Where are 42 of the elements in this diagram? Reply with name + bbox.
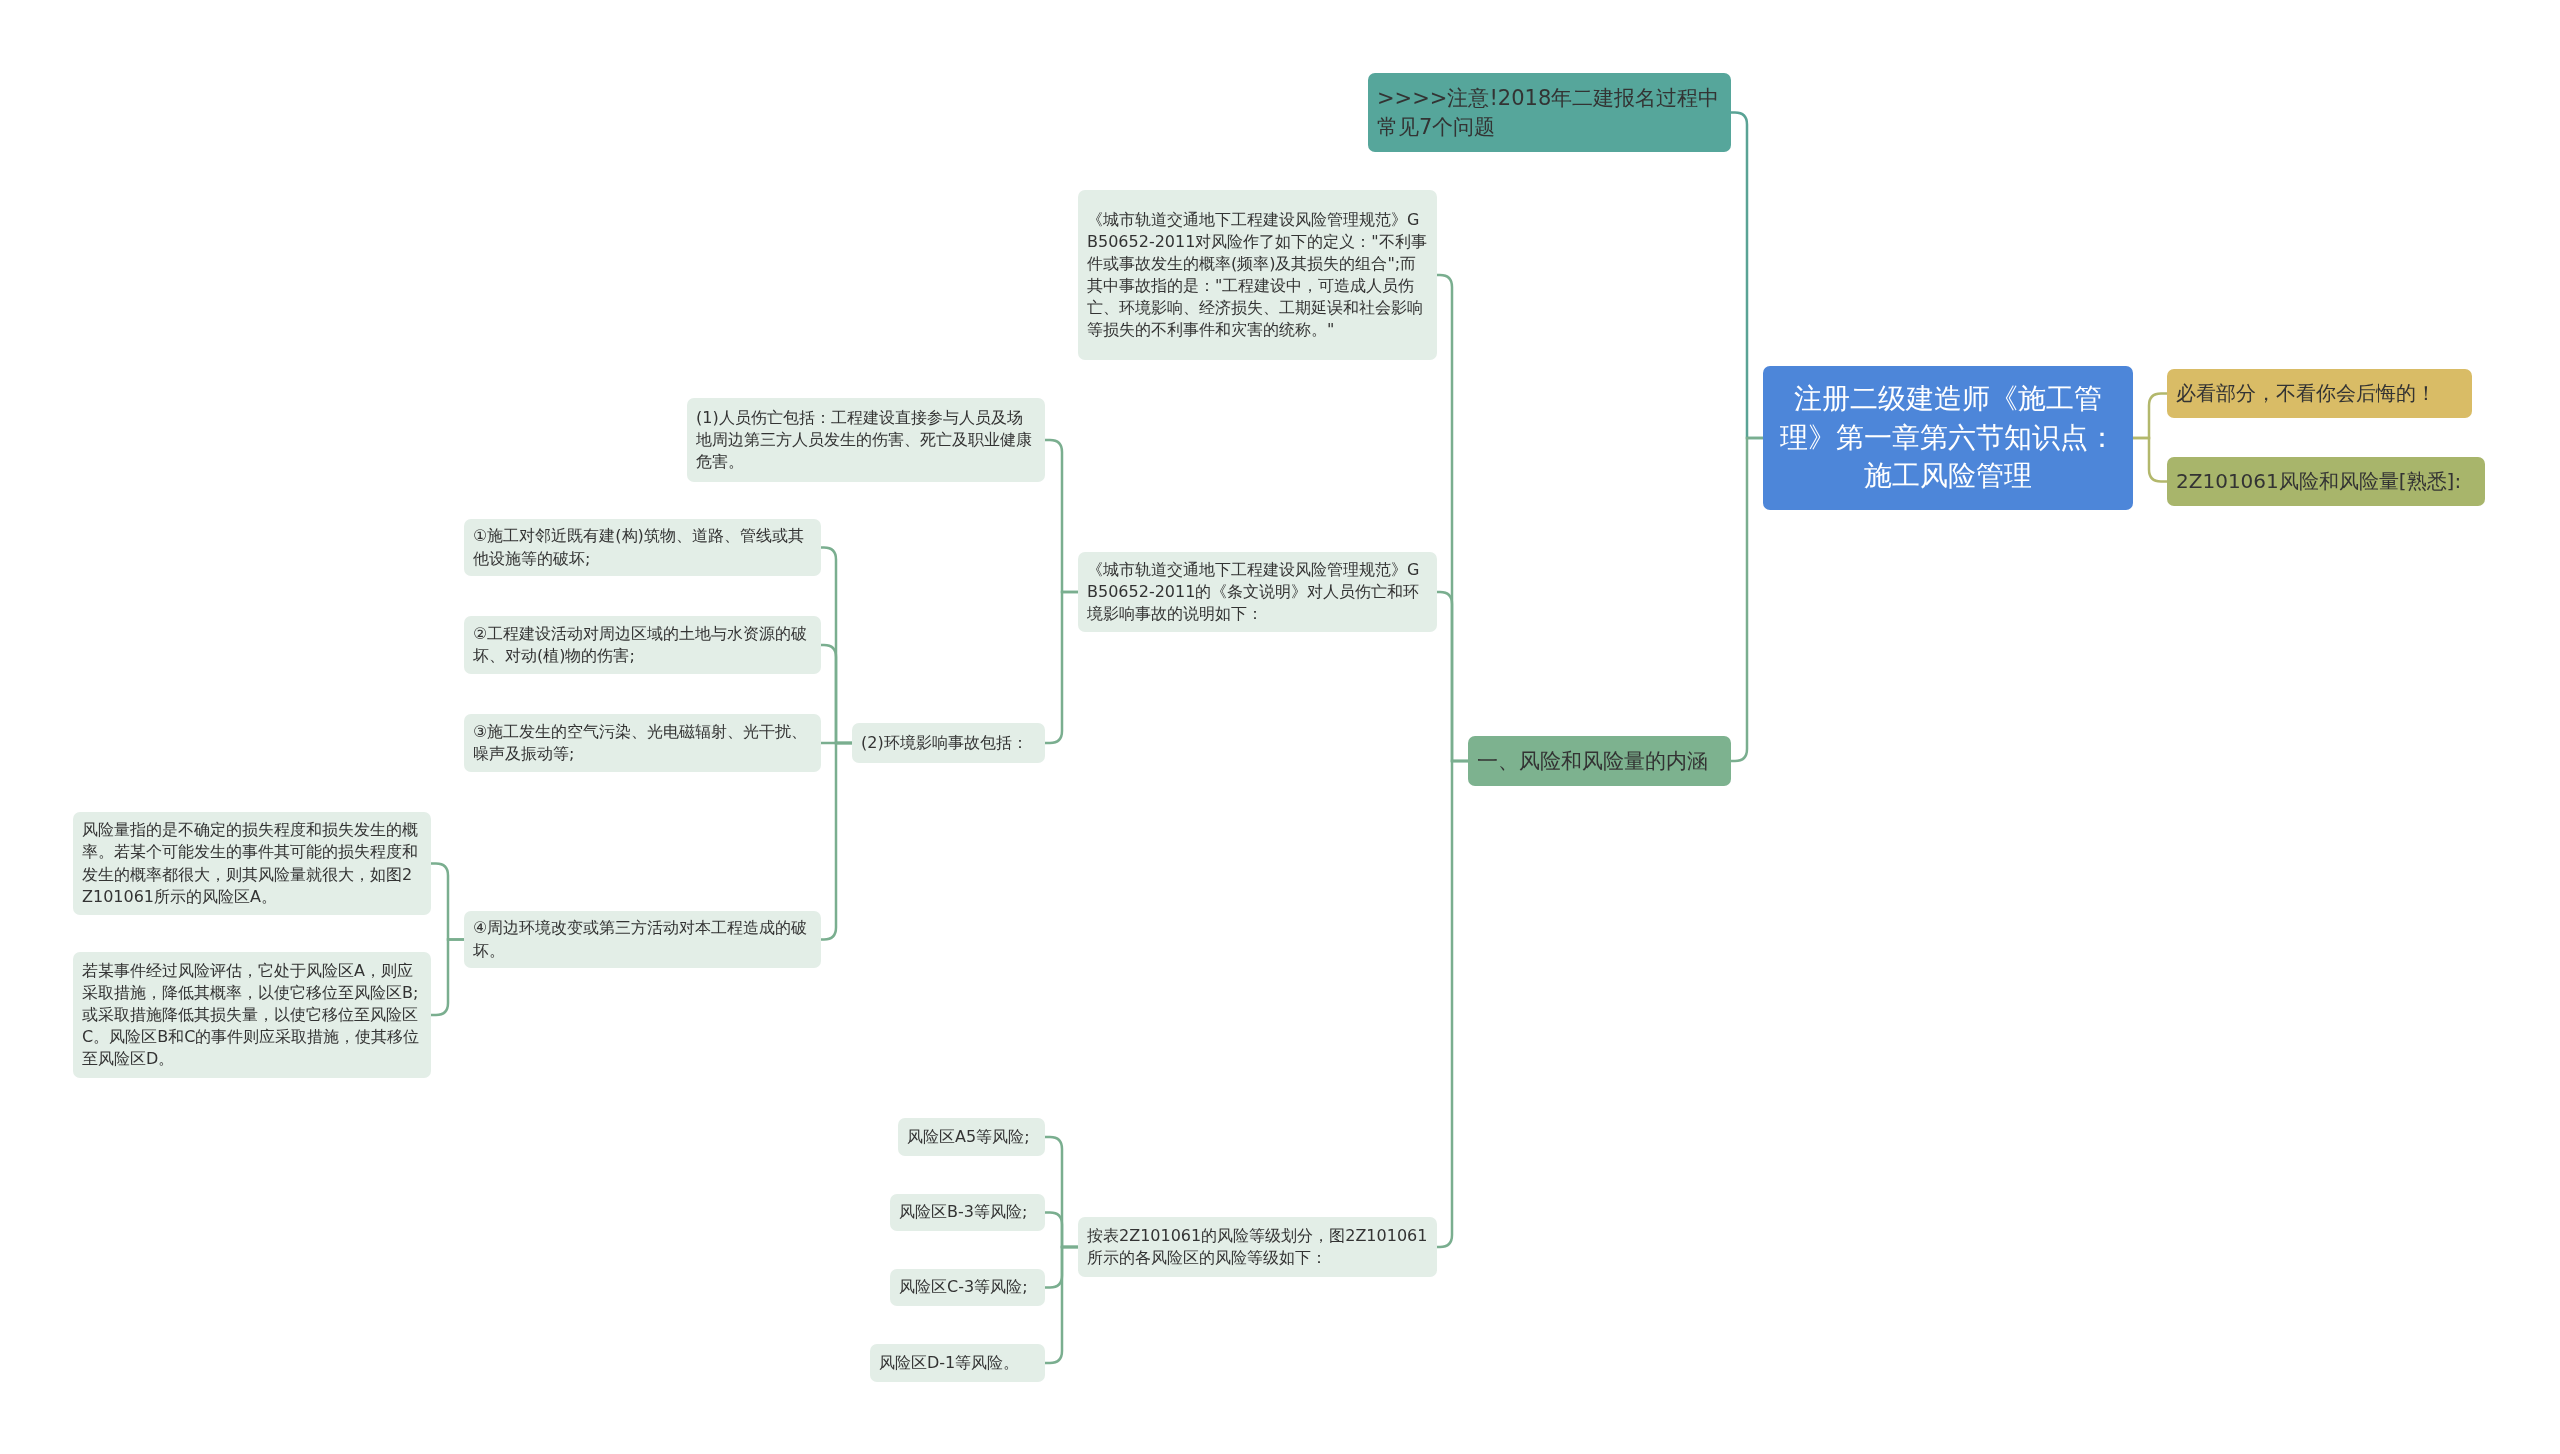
- subtopic-box: [852, 723, 1045, 763]
- subtopic-box: [687, 398, 1045, 482]
- subtopic-box: [898, 1118, 1045, 1156]
- connector-line: [2133, 436, 2167, 483]
- topic-text: 《城市轨道交通地下工程建设风险管理规范》GB50652-2011对风险作了如下的定义："不利事件或事故发生的概率(频率)及其损失的组合";而其中事故指的是："工程建设中，可造成人员伤亡、环境影响、经济损失、工期延误和社会影响等损失的不利事件和灾害的统称。": [1087, 208, 1428, 342]
- central-topic-box: [1763, 366, 2133, 510]
- topic-text: 按表2Z101061的风险等级划分，图2Z101061所示的各风险区的风险等级如下：: [1087, 1224, 1428, 1269]
- topic-box: [1468, 736, 1731, 786]
- topic-text: ③施工发生的空气污染、光电磁辐射、光干扰、噪声及振动等;: [473, 720, 809, 765]
- connector-line: [821, 741, 852, 941]
- topic-text: 风险区D-1等风险。: [879, 1351, 1020, 1374]
- topic-text: 必看部分，不看你会后悔的！: [2176, 379, 2436, 407]
- subtopic-box: [464, 911, 821, 968]
- subtopic-box: [73, 952, 431, 1078]
- topic-box: [2167, 369, 2472, 418]
- topic-text: 风险区A5等风险;: [907, 1125, 1030, 1148]
- topic-text: 若某事件经过风险评估，它处于风险区A，则应采取措施，降低其概率，以使它移位至风险区B;或采取措施降低其损失量，以使它移位至风险区C。风险区B和C的事件则应采取措施，使其移位至风险区D。: [82, 959, 421, 1071]
- topic-box: [1368, 73, 1731, 152]
- subtopic-box: [73, 812, 431, 915]
- topic-box: [2167, 457, 2485, 506]
- topic-text: (1)人员伤亡包括：工程建设直接参与人员及场地周边第三方人员发生的伤害、死亡及职业健康危害。: [696, 406, 1033, 474]
- topic-text: 《城市轨道交通地下工程建设风险管理规范》GB50652-2011的《条文说明》对人员伤亡和环境影响事故的说明如下：: [1087, 558, 1421, 626]
- subtopic-box: [890, 1269, 1045, 1306]
- subtopic-box: [464, 519, 821, 576]
- subtopic-box: [464, 714, 821, 772]
- topic-text: ④周边环境改变或第三方活动对本工程造成的破坏。: [473, 917, 809, 962]
- topic-text: 2Z101061风险和风险量[熟悉]:: [2176, 467, 2462, 495]
- topic-text: ②工程建设活动对周边区域的土地与水资源的破坏、对动(植)物的伤害;: [473, 622, 809, 667]
- topic-text: 风险量指的是不确定的损失程度和损失发生的概率。若某个可能发生的事件其可能的损失程度和发生的概率都很大，则其风险量就很大，如图2Z101061所示的风险区A。: [82, 819, 419, 908]
- topic-text: ①施工对邻近既有建(构)筑物、道路、管线或其他设施等的破坏;: [473, 525, 805, 570]
- subtopic-box: [1078, 190, 1437, 360]
- topic-text: 风险区C-3等风险;: [899, 1276, 1028, 1299]
- topic-text: 风险区B-3等风险;: [899, 1201, 1028, 1224]
- subtopic-box: [890, 1194, 1045, 1231]
- topic-text: 一、风险和风险量的内涵: [1477, 747, 1708, 775]
- subtopic-box: [1078, 552, 1437, 632]
- subtopic-box: [464, 616, 821, 674]
- topic-text: >>>>注意!2018年二建报名过程中常见7个问题: [1377, 84, 1721, 141]
- subtopic-box: [1078, 1217, 1437, 1277]
- topic-text: (2)环境影响事故包括：: [861, 731, 1028, 754]
- subtopic-box: [870, 1344, 1045, 1382]
- topic-text: 注册二级建造师《施工管理》第一章第六节知识点：施工风险管理: [1779, 381, 2117, 495]
